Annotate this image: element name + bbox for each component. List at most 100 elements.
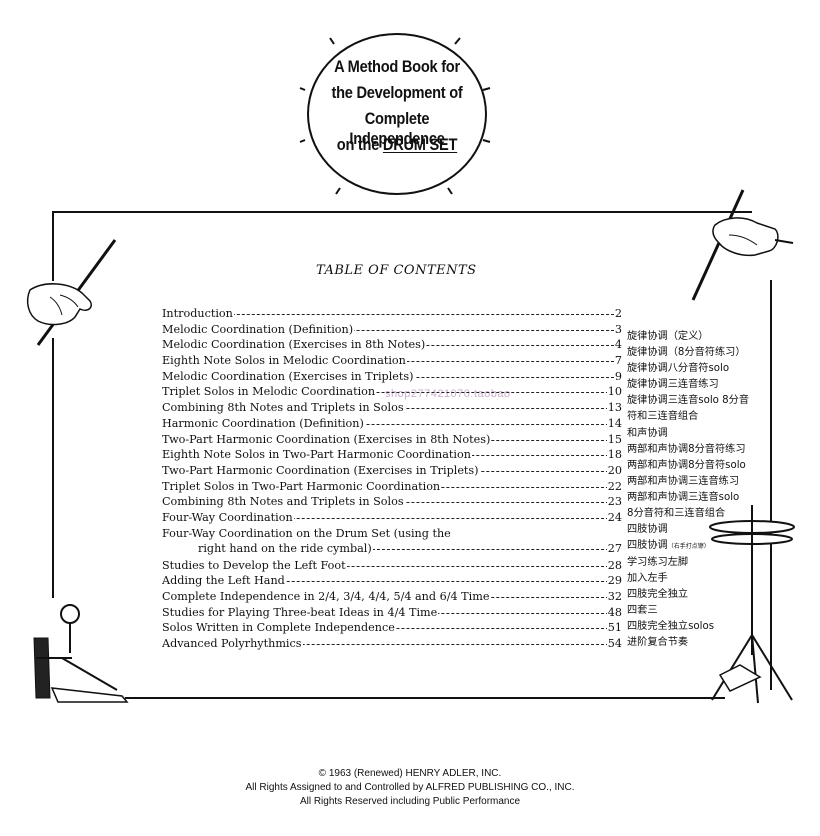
toc-entry: Complete Independence in 2/4, 3/4, 4/4, …: [162, 589, 622, 605]
toc-entry-page: 9: [613, 368, 622, 385]
toc-entry: Melodic Coordination (Exercises in Tripl…: [162, 368, 622, 385]
toc-entry: Two-Part Harmonic Coordination (Exercise…: [162, 431, 622, 448]
chinese-note: 四肢协调: [627, 524, 668, 535]
chinese-note: 旋律协调三连音solo 8分音: [627, 395, 750, 406]
drum-lugs-illustration: [299, 37, 491, 195]
watermark-text: shop277421070.taobao: [385, 388, 511, 400]
toc-entry-title: Advanced Polyrhythmics: [162, 637, 303, 651]
copyright-line-1: © 1963 (Renewed) HENRY ADLER, INC.: [318, 768, 502, 779]
toc-entry-page: 29: [606, 573, 622, 590]
toc-entry: Advanced Polyrhythmics 54: [162, 636, 622, 652]
toc-entry-page: 2: [613, 306, 622, 322]
title-drum-set: DRUM SET: [382, 135, 458, 154]
toc-entry-page: 54: [606, 636, 622, 652]
toc-entry: Combining 8th Notes and Triplets in Solo…: [162, 400, 622, 416]
toc-entry-title: Triplet Solos in Melodic Coordination: [162, 385, 377, 399]
toc-entry-page: 27: [606, 541, 622, 557]
toc-entry-page: 32: [606, 589, 622, 605]
toc-entry: Solos Written in Complete Independence 51: [162, 620, 622, 637]
toc-entry-title: Four-Way Coordination on the Drum Set (u…: [162, 526, 452, 540]
toc-leader-dots: [162, 392, 614, 394]
toc-leader-dots: [162, 517, 614, 519]
title-line-4: on the DRUM SET: [321, 135, 472, 155]
toc-entry: Eighth Note Solos in Two-Part Harmonic C…: [162, 447, 622, 463]
chinese-note: 符和三连音组合: [627, 411, 699, 422]
toc-entry: Introduction 2: [162, 306, 622, 322]
chinese-note: 旋律协调（定义）: [627, 331, 709, 342]
toc-entry-page: 14: [606, 415, 622, 432]
toc-entry-title: Four-Way Coordination: [162, 510, 294, 524]
title-line-3: Complete Independence: [349, 109, 445, 148]
toc-leader-dots: [362, 548, 614, 550]
toc-entry-title: Adding the Left Hand: [162, 574, 286, 588]
toc-entry-title: Harmonic Coordination (Definition): [162, 416, 365, 430]
toc-entry-page: 24: [606, 509, 622, 526]
toc-heading: TABLE OF CONTENTS: [316, 263, 477, 278]
chinese-small-note: （右手打点镲）: [667, 543, 710, 550]
toc-entry-page: 28: [606, 557, 622, 574]
toc-entry: Combining 8th Notes and Triplets in Solo…: [162, 494, 622, 510]
toc-entry-title: Complete Independence in 2/4, 3/4, 4/4, …: [162, 590, 491, 603]
toc-leader-dots: [162, 423, 614, 425]
toc-entry: Adding the Left Hand 29: [162, 573, 622, 590]
title-line-1: A Method Book for: [334, 57, 460, 76]
chinese-note-with-small: 四肢协调（右手打点镲）: [627, 536, 710, 551]
title-line-2: the Development of: [331, 83, 463, 102]
toc-leader-dots: [162, 644, 614, 646]
toc-entry: Four-Way Coordination on the Drum Set (u…: [162, 526, 622, 558]
toc-leader-dots: [162, 565, 614, 567]
chinese-note: 四套三: [627, 605, 658, 616]
toc-entry-page: 7: [613, 353, 622, 369]
toc-entry-title: Studies for Playing Three-beat Ideas in …: [162, 605, 439, 619]
toc-entry-title: Melodic Coordination (Exercises in 8th N…: [162, 338, 427, 352]
chinese-note: 旋律协调三连音练习: [627, 379, 719, 390]
toc-entry: Studies for Playing Three-beat Ideas in …: [162, 604, 622, 621]
toc-entry-page: 15: [606, 431, 622, 448]
toc-entry-title: Introduction: [162, 307, 234, 320]
toc-entry: Melodic Coordination (Exercises in 8th N…: [162, 337, 622, 354]
toc-entry-subtitle: right hand on the ride cymbal): [198, 541, 373, 557]
toc-entry-page: 23: [606, 494, 622, 510]
title-line-4-prefix: on the: [336, 135, 383, 154]
frame-top-line: [52, 211, 752, 213]
chinese-note: 四肢完全独立: [627, 589, 689, 600]
chinese-note: 学习练习左脚: [627, 557, 689, 568]
copyright-line-3: All Rights Reserved including Public Per…: [299, 796, 521, 807]
toc-entry: Studies to Develop the Left Foot 28: [162, 557, 622, 574]
right-hand-drumstick-illustration: [691, 189, 794, 301]
toc-entry-title: Eighth Note Solos in Melodic Coordinatio…: [162, 354, 407, 368]
chinese-note: 进阶复合节奏: [627, 637, 689, 648]
frame-right-line: [770, 280, 772, 690]
title-badge: A Method Book for the Development of Com…: [307, 33, 487, 195]
chinese-note: 两部和声协调8分音符solo: [627, 460, 746, 471]
toc-entry-page: 18: [606, 447, 622, 463]
toc-entry: Two-Part Harmonic Coordination (Exercise…: [162, 462, 622, 479]
chinese-note: 加入左手: [627, 573, 668, 584]
chinese-note: 旋律协调（8分音符练习）: [627, 347, 746, 358]
toc-entry-title: Solos Written in Complete Independence: [162, 621, 396, 635]
toc-entry: Four-Way Coordination 24: [162, 509, 622, 526]
toc-entry-title: Studies to Develop the Left Foot: [162, 558, 347, 572]
chinese-note: 四肢完全独立solos: [627, 621, 715, 632]
toc-entry-title: Two-Part Harmonic Coordination (Exercise…: [162, 463, 480, 477]
toc-leader-dots: [162, 314, 614, 315]
cymbal-stand-illustration: [709, 505, 795, 704]
toc-entry-title: Triplet Solos in Two-Part Harmonic Coord…: [162, 479, 442, 493]
chinese-note: 旋律协调八分音符solo: [627, 363, 730, 374]
toc-entry: Eighth Note Solos in Melodic Coordinatio…: [162, 353, 622, 369]
toc-entry-page: 13: [606, 400, 622, 416]
bass-drum-pedal-illustration: [33, 604, 129, 703]
frame-bottom-line: [125, 697, 725, 699]
toc-entry-page: 51: [606, 620, 622, 637]
left-hand-drumstick-illustration: [26, 239, 117, 346]
toc-entry-page: 22: [606, 478, 622, 495]
chinese-note: 8分音符和三连音组合: [627, 508, 726, 519]
toc-leader-dots: [162, 329, 614, 331]
frame-left-line-lower: [52, 338, 54, 598]
frame-left-line-upper: [52, 211, 54, 281]
copyright-line-2: All Rights Assigned to and Controlled by…: [245, 782, 575, 793]
chinese-note: 和声协调: [627, 428, 668, 439]
toc-entry-page: 4: [613, 337, 622, 354]
